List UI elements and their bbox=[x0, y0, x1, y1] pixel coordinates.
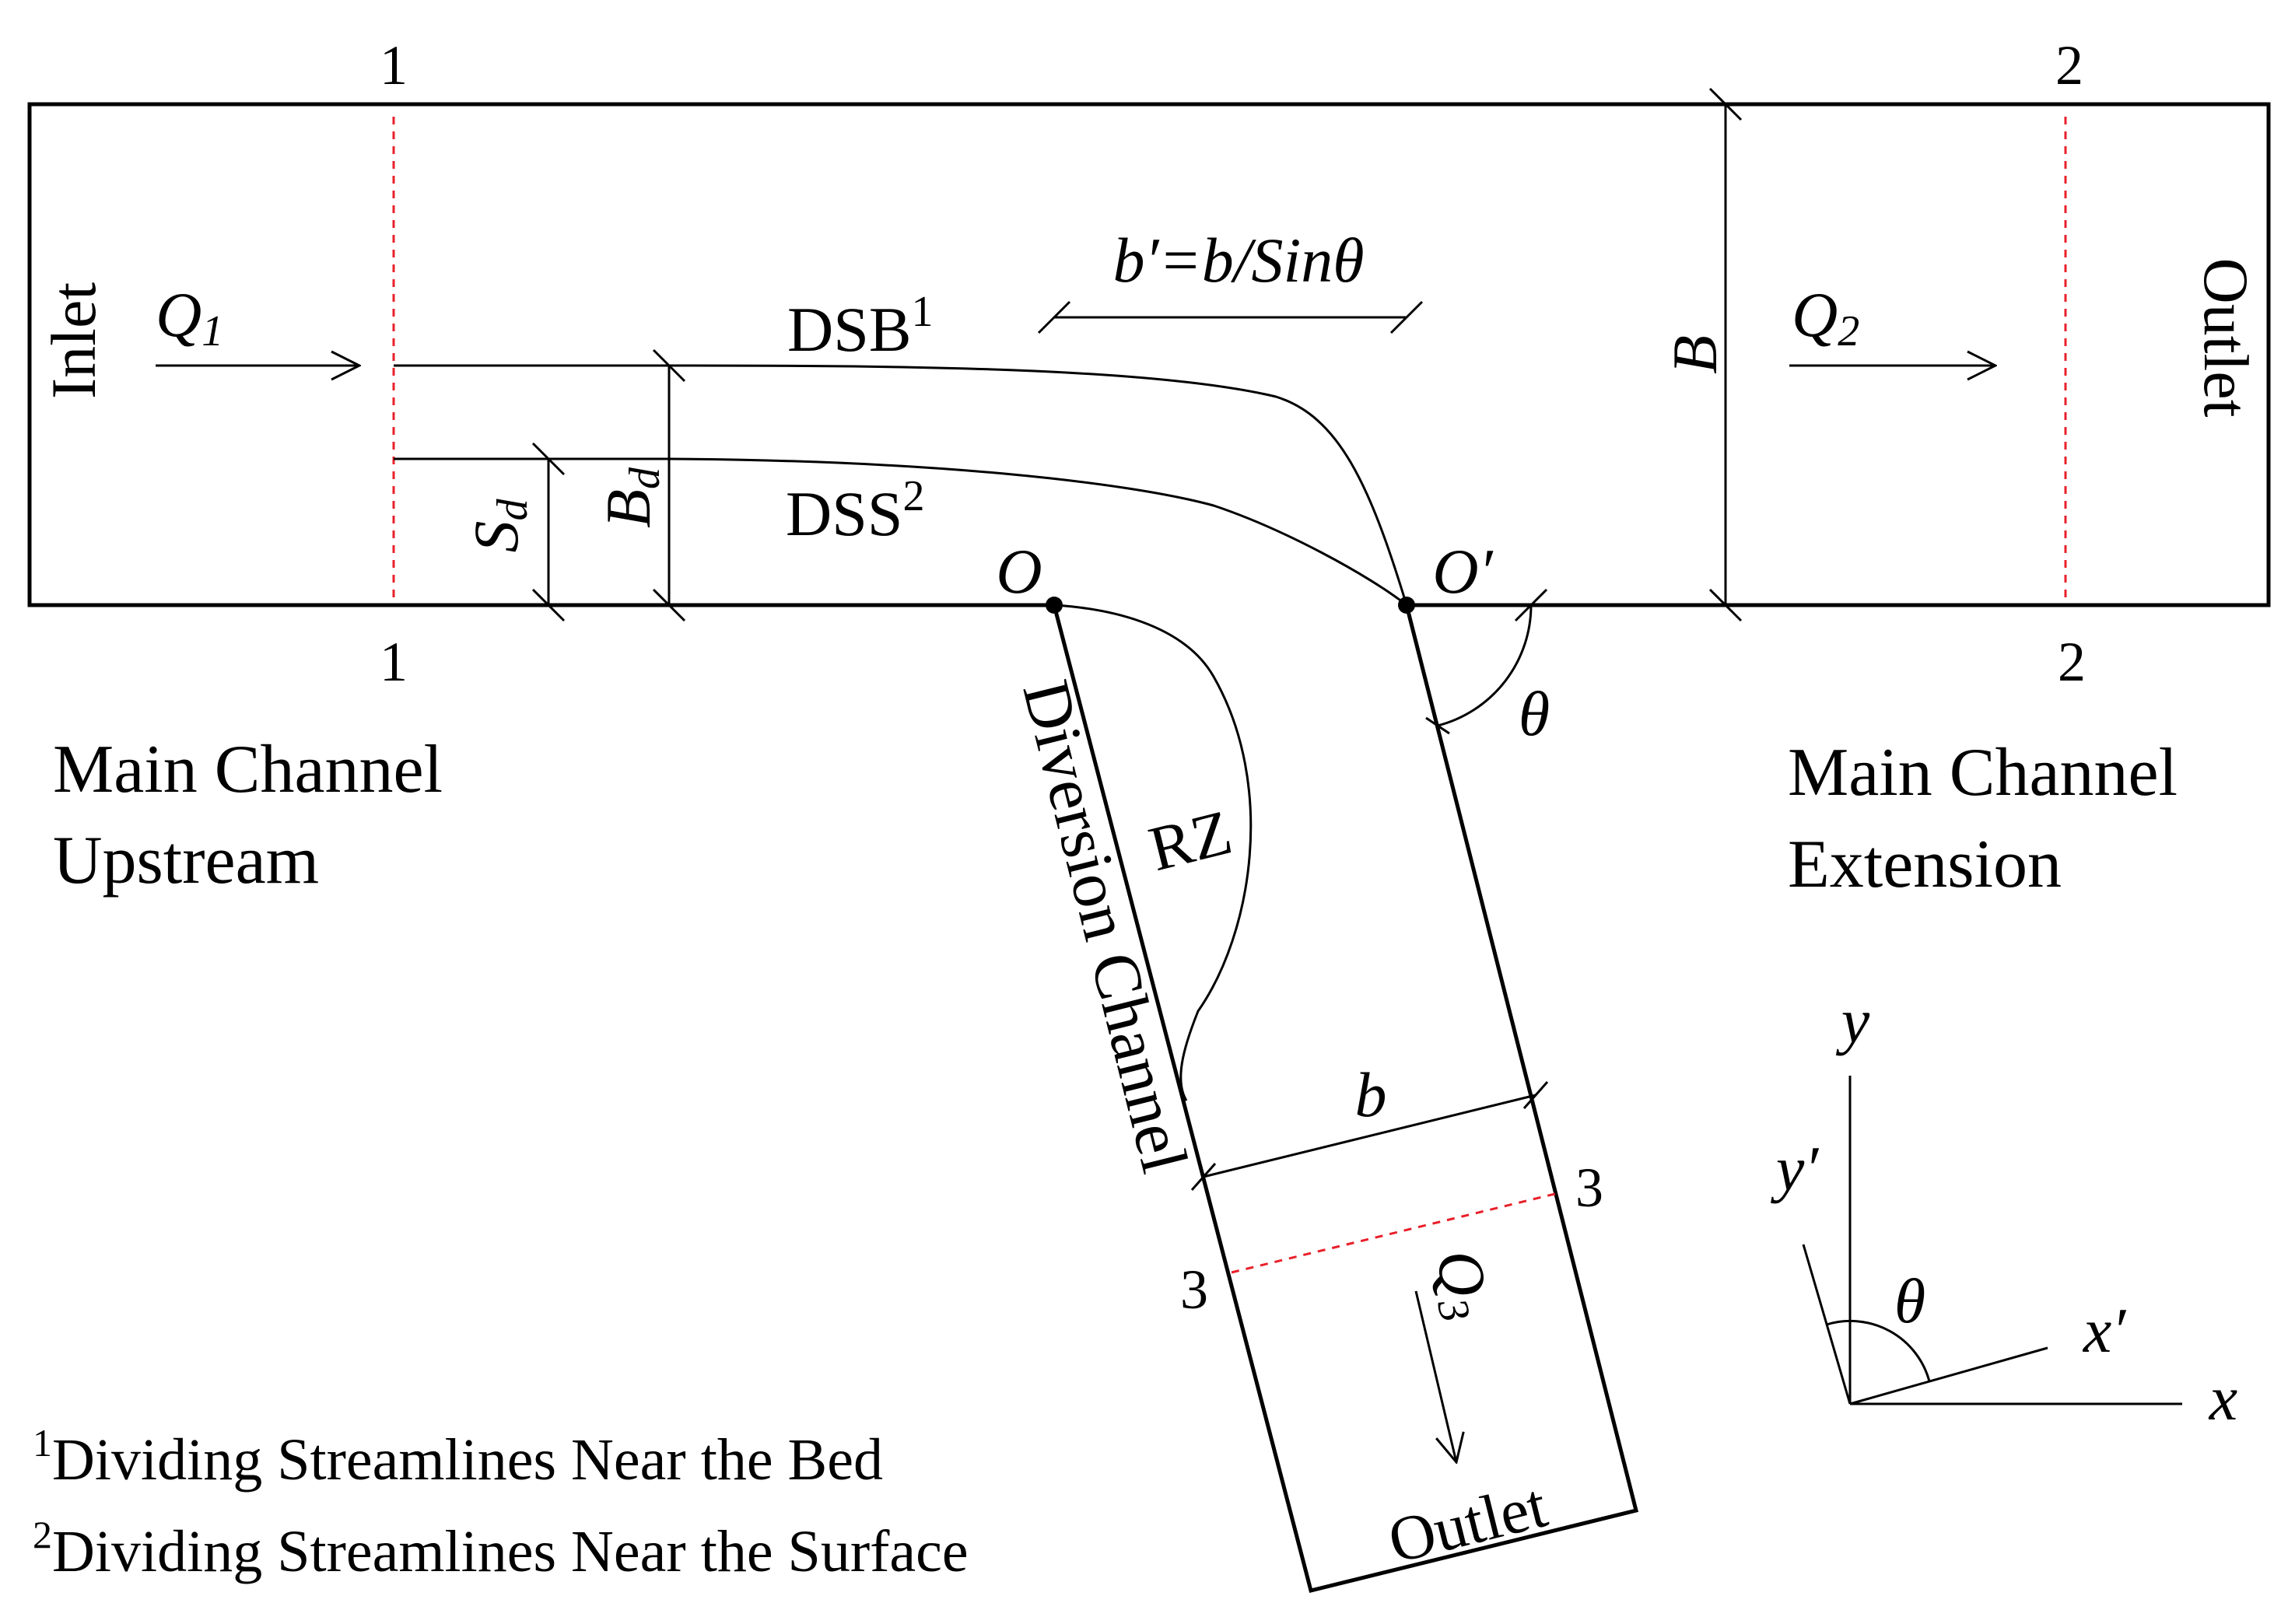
y-prime-axis-label: y′ bbox=[1771, 1133, 1819, 1204]
dim-Sd-tick-bottom bbox=[531, 588, 566, 622]
Bd-label: Bd bbox=[593, 467, 669, 528]
b-label: b bbox=[1355, 1059, 1387, 1130]
x-prime-axis bbox=[1849, 1346, 2048, 1405]
footnote-1: 1Dividing Streamlines Near the Bed bbox=[33, 1421, 883, 1493]
theta-arc-tick-a bbox=[1514, 588, 1548, 622]
extension-label-line1: Main Channel bbox=[1788, 735, 2178, 810]
footnote-2: 2Dividing Streamlines Near the Surface bbox=[33, 1513, 969, 1584]
dss-streamline bbox=[394, 457, 1407, 607]
point-o-label: O bbox=[996, 536, 1042, 607]
point-o-prime bbox=[1398, 597, 1415, 614]
dim-Sd-tick-top bbox=[531, 442, 566, 476]
section-3-left-label: 3 bbox=[1180, 1258, 1208, 1321]
diversion-channel-outline bbox=[1052, 604, 1639, 1594]
dim-b-tick-left bbox=[1190, 1163, 1217, 1191]
dim-Bd-tick-top bbox=[652, 348, 686, 383]
section-2-bottom-label: 2 bbox=[2058, 631, 2086, 693]
q3-label: Q3 bbox=[1417, 1242, 1507, 1326]
main-channel-outline bbox=[27, 102, 2271, 607]
x-axis-label: x bbox=[2209, 1363, 2237, 1433]
diversion-outlet-label: Outlet bbox=[1382, 1469, 1554, 1577]
extension-label-line2: Extension bbox=[1788, 827, 2062, 902]
dim-b-prime-tick-left bbox=[1037, 300, 1071, 334]
y-axis-label: y bbox=[1836, 985, 1870, 1056]
dim-B-tick-top bbox=[1708, 87, 1743, 121]
x-prime-axis-label: x′ bbox=[2083, 1295, 2126, 1366]
section-2-top-label: 2 bbox=[2055, 34, 2083, 96]
dim-b-prime-tick-right bbox=[1389, 300, 1424, 334]
q1-label: Q1 bbox=[156, 279, 223, 355]
rz-recirculation-line bbox=[1053, 604, 1253, 1101]
upstream-label-line2: Upstream bbox=[53, 823, 319, 898]
B-label: B bbox=[1659, 335, 1730, 374]
dim-b-line bbox=[1203, 1094, 1536, 1178]
main-outlet-label: Outlet bbox=[2191, 258, 2262, 418]
section-1-bottom-label: 1 bbox=[380, 631, 408, 693]
theta-arc-tick-b bbox=[1425, 716, 1450, 735]
axes-theta-arc bbox=[1826, 1319, 1931, 1382]
section-3-right-label: 3 bbox=[1575, 1157, 1603, 1219]
point-o bbox=[1046, 597, 1063, 614]
inlet-label: Inlet bbox=[38, 282, 109, 399]
q2-label: Q2 bbox=[1792, 279, 1859, 355]
point-o-prime-label: O′ bbox=[1432, 536, 1493, 607]
b-prime-equation-label: b′=b/Sinθ bbox=[1112, 225, 1364, 296]
dim-Bd-tick-bottom bbox=[652, 588, 686, 622]
theta-label: θ bbox=[1519, 678, 1550, 749]
Sd-label: Sd bbox=[461, 499, 537, 553]
axes-theta-label: θ bbox=[1894, 1265, 1925, 1336]
dsb-streamline bbox=[394, 364, 1408, 606]
dim-B-tick-bottom bbox=[1708, 588, 1743, 622]
theta-angle-arc bbox=[1437, 604, 1533, 727]
dss-label: DSS2 bbox=[786, 472, 924, 549]
upstream-label-line1: Main Channel bbox=[53, 732, 443, 807]
dsb-label: DSB1 bbox=[787, 288, 934, 365]
q3-arrow bbox=[1414, 1290, 1456, 1462]
section-3-line bbox=[1231, 1192, 1559, 1274]
rz-label: RZ bbox=[1142, 796, 1239, 885]
section-1-top-label: 1 bbox=[380, 34, 408, 96]
diversion-channel-label: Diversion Channel bbox=[1008, 673, 1203, 1179]
dim-b-tick-right bbox=[1522, 1081, 1549, 1109]
